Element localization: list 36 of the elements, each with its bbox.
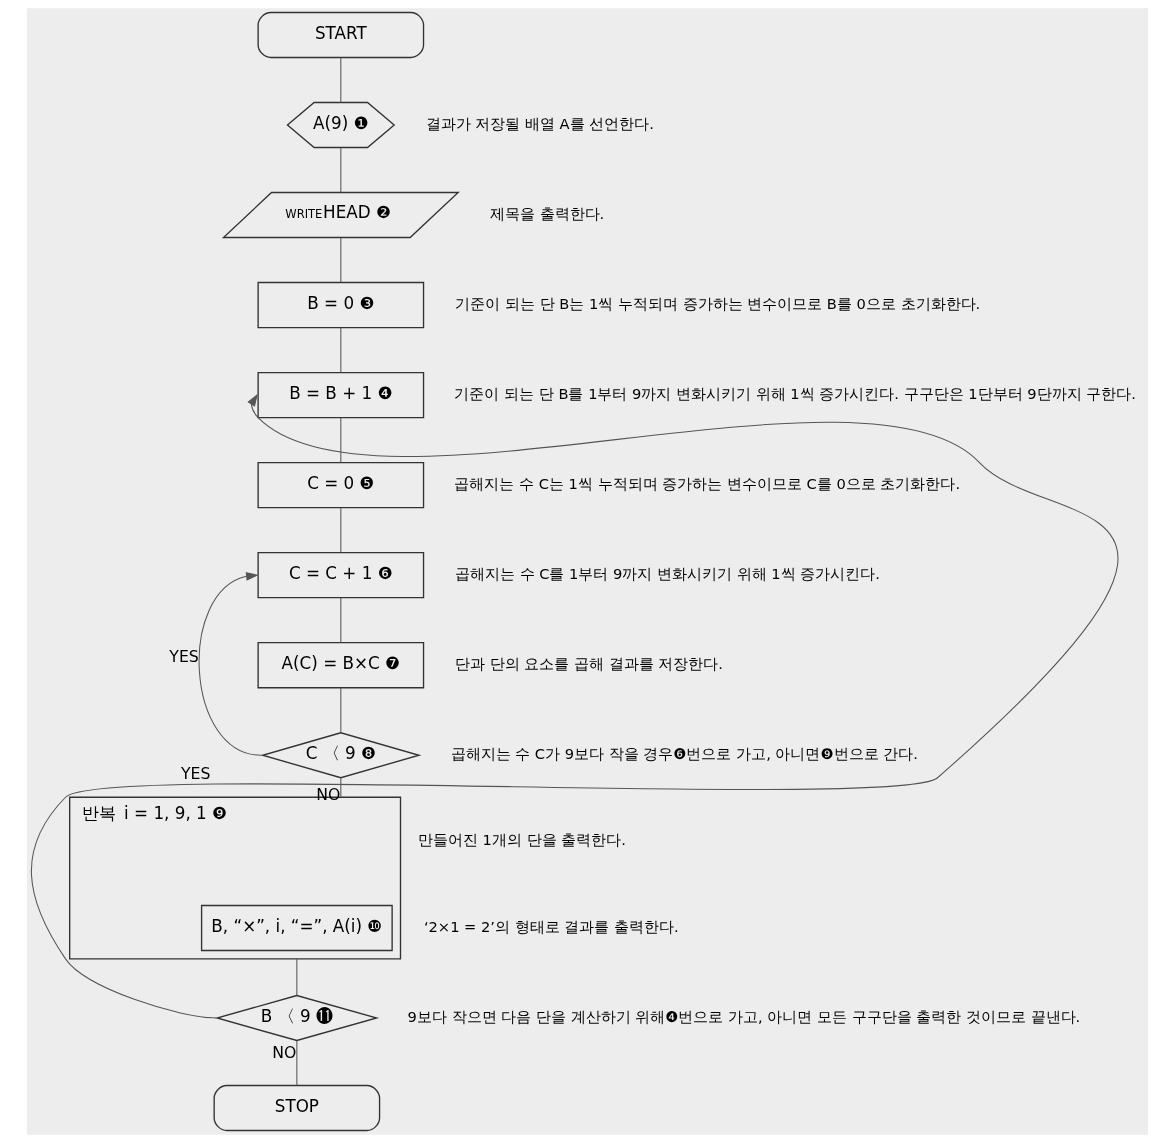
node-label: 단과 단의 요소를 곱해 결과를 저장한다. <box>454 655 723 673</box>
node-diamond: B 〈 9 ⓫ <box>214 994 379 1042</box>
connector <box>339 507 341 554</box>
node-label: 곱해지는 수 C를 1부터 9까지 변화시키기 위해 1씩 증가시킨다. <box>454 565 880 583</box>
edge-label: YES <box>180 763 210 783</box>
connector <box>339 417 341 464</box>
node-box: B, “×”, i, “=”, A(i) ❿ <box>200 904 393 952</box>
edge-label: NO <box>271 1042 296 1062</box>
node-label: 곱해지는 수 C가 9보다 작을 경우❻번으로 가고, 아니면❾번으로 간다. <box>450 745 918 763</box>
connector <box>295 958 297 996</box>
node-box: START <box>256 11 424 59</box>
arrow <box>30 393 1118 1019</box>
edge-label: YES <box>168 647 199 667</box>
arrow <box>198 571 262 756</box>
node-box: B = 0 ❸ <box>256 281 424 329</box>
node-label: 제목을 출력한다. <box>489 204 604 222</box>
node-label: 기준이 되는 단 B는 1씩 누적되며 증가하는 변수이므로 B를 0으로 초기화한다. <box>454 294 980 312</box>
connector <box>339 327 341 374</box>
node-box: B = B + 1 ❹ <box>256 371 424 419</box>
node-label: 만들어진 1개의 단을 출력한다. <box>417 831 626 849</box>
node-box: C = 0 ❺ <box>256 461 424 509</box>
connector <box>295 1040 297 1087</box>
connector <box>339 597 341 644</box>
node-label: 결과가 저장될 배열 A를 선언한다. <box>425 114 654 132</box>
node-label: 9보다 작으면 다음 단을 계산하기 위해❹번으로 가고, 아니면 모든 구구단을 출력한 것이므로 끝낸다. <box>407 1007 1080 1025</box>
connector <box>339 687 341 734</box>
node-diamond: C 〈 9 ❽ <box>259 732 421 779</box>
node-box: C = C + 1 ❻ <box>256 552 424 599</box>
connector <box>339 237 341 284</box>
connector <box>339 57 341 103</box>
node-label: ‘2×1 = 2’의 형태로 결과를 출력한다. <box>423 917 679 935</box>
node-label: 기준이 되는 단 B를 1부터 9까지 변화시키기 위해 1씩 증가시킨다. 구구단은 1단부터 9단까지 구한다. <box>453 384 1136 402</box>
connector <box>339 147 341 193</box>
node-box: STOP <box>213 1084 380 1132</box>
node-label: 곱해지는 수 C는 1씩 누적되며 증가하는 변수이므로 C를 0으로 초기화한다. <box>453 475 960 492</box>
node-box: A(C) = B×C ❼ <box>256 642 424 689</box>
